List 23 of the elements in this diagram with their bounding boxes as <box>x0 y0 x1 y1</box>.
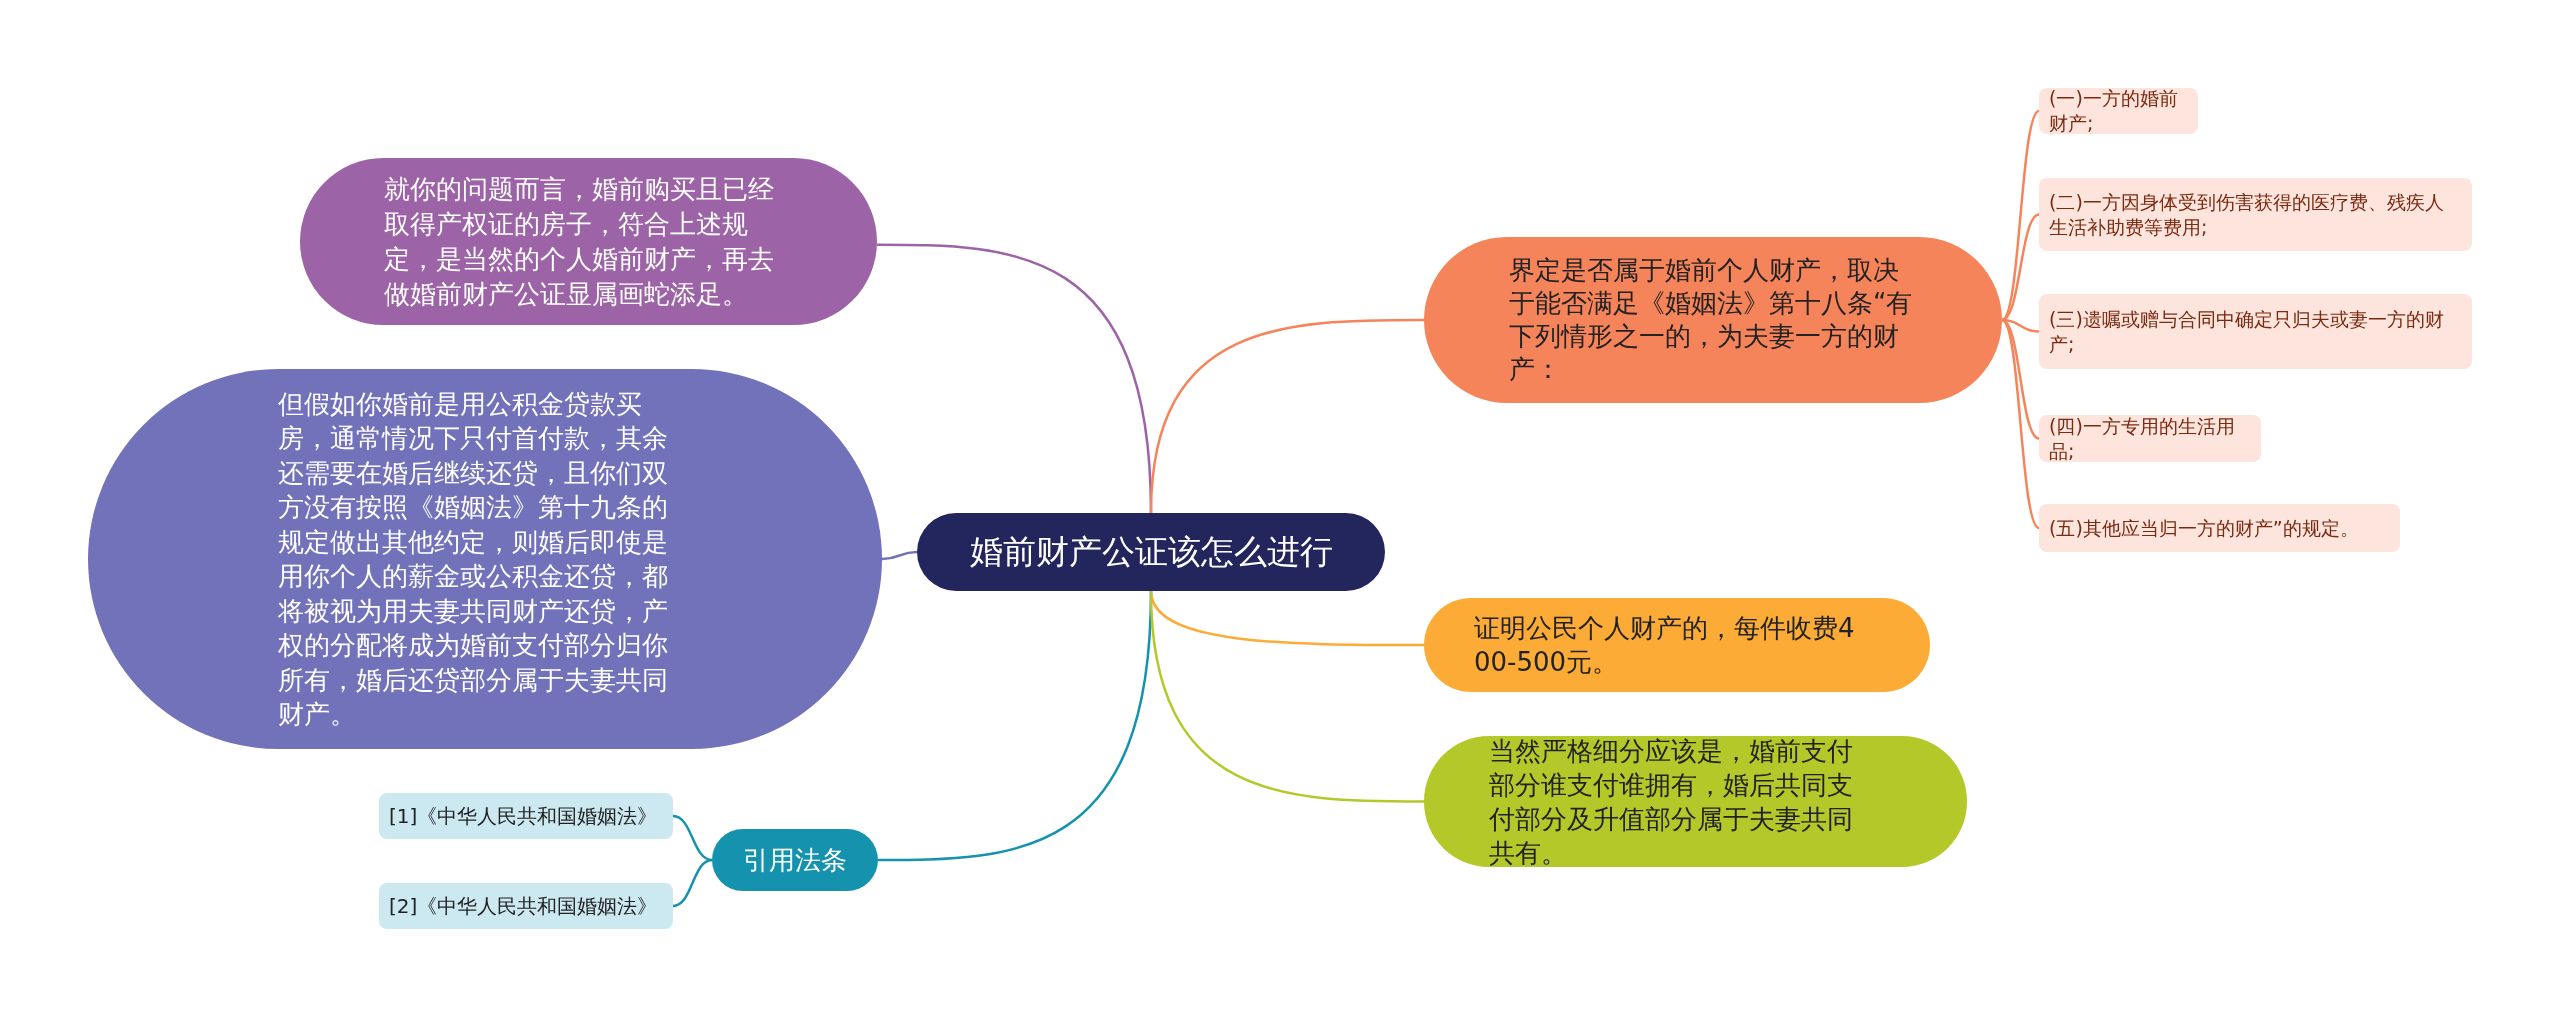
branch-line <box>2001 319 2040 529</box>
subtopic-box: [1]《中华人民共和国婚姻法》 <box>379 793 673 839</box>
subtopic-box: (四)一方专用的生活用品; <box>2039 415 2261 462</box>
subtopic-box: (三)遗嘱或赠与合同中确定只归夫或妻一方的财产; <box>2039 294 2472 369</box>
topic-bubble: 但假如你婚前是用公积金贷款买房，通常情况下只付首付款，其余还需要在婚后继续还贷，且你们双方没有按照《婚姻法》第十九条的规定做出其他约定，则婚后即使是用你个人的薪金或公积金还贷，都将被视为用夫妻共同财产还贷，产权的分配将成为婚前支付部分归你所有，婚后还贷部分属于夫妻共同财产。 <box>88 369 882 749</box>
subtopic-box: (二)一方因身体受到伤害获得的医疗费、残疾人生活补助费等费用; <box>2039 178 2472 251</box>
subtopic-box: (五)其他应当归一方的财产”的规定。 <box>2039 504 2400 552</box>
branch-line <box>2001 110 2040 321</box>
topic-bubble: 界定是否属于婚前个人财产，取决于能否满足《婚姻法》第十八条“有下列情形之一的，为夫妻一方的财产： <box>1424 237 2002 403</box>
branch-line <box>881 550 918 561</box>
topic-bubble: 证明公民个人财产的，每件收费400-500元。 <box>1424 598 1930 692</box>
branch-line <box>672 858 713 908</box>
subtopic-box: [2]《中华人民共和国婚姻法》 <box>379 883 673 929</box>
subtopic-box: (一)一方的婚前财产; <box>2039 88 2198 134</box>
branch-line <box>1149 318 1424 514</box>
topic-bubble: 引用法条 <box>712 829 878 891</box>
branch-line <box>1149 590 1424 803</box>
branch-line <box>2001 213 2040 322</box>
topic-bubble: 就你的问题而言，婚前购买且已经取得产权证的房子，符合上述规定，是当然的个人婚前财产，再去做婚前财产公证显属画蛇添足。 <box>300 158 877 325</box>
central-topic-box: 婚前财产公证该怎么进行 <box>917 513 1385 591</box>
branch-line <box>2001 318 2040 440</box>
topic-bubble: 当然严格细分应该是，婚前支付部分谁支付谁拥有，婚后共同支付部分及升值部分属于夫妻共同共有。 <box>1424 736 1967 867</box>
branch-line <box>672 814 713 862</box>
